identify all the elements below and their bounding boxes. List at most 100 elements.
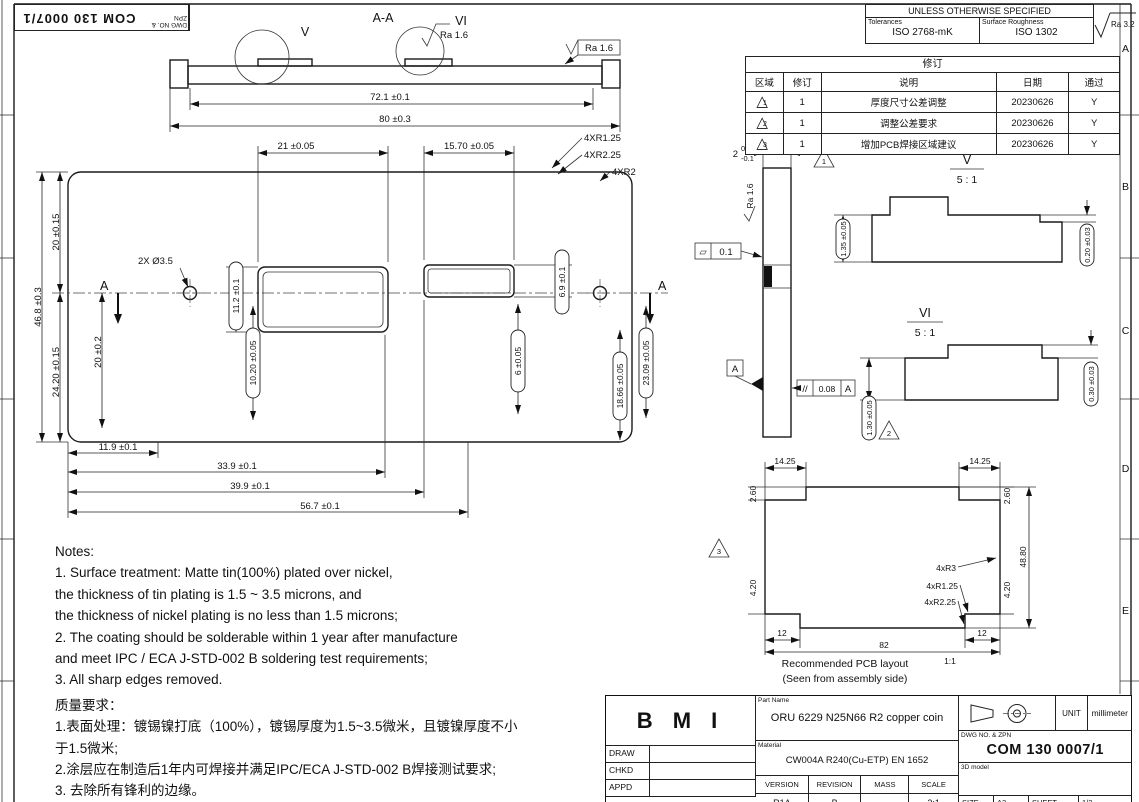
col-zone: 区域 (746, 73, 784, 91)
version-value: R1A (756, 794, 809, 802)
datum-label: A (732, 364, 739, 375)
revision-table: 修订 区域 修订 说明 日期 通过 △1 1 厚度尺寸公差调整 20230626… (745, 56, 1120, 155)
revision-header-row: 区域 修订 说明 日期 通过 (746, 73, 1119, 92)
dim-label: 15.70 ±0.05 (444, 141, 494, 152)
window-cutout (257, 266, 389, 333)
detail-view-v: V 5 : 1 1.35 ±0.05 0.20 ±0.03 (834, 153, 1096, 267)
material-value: CW004A R240(Cu-ETP) EN 1652 (785, 755, 929, 766)
window-cutout (423, 264, 515, 298)
detail-circle-vi (395, 26, 445, 76)
dwg-number-value: COM 130 0007/1 (986, 742, 1104, 758)
roughness-label: Ra 1.6 (440, 30, 468, 41)
col-date: 日期 (997, 73, 1070, 91)
tolerances-label: Tolerances (868, 19, 902, 26)
material-label: Material (758, 742, 782, 749)
roughness-boxed-label: Ra 1.6 (585, 43, 613, 54)
rev-pass: Y (1090, 117, 1098, 129)
detail-vi-tag: VI (455, 14, 467, 28)
parallelism-value: 0.08 (819, 384, 836, 394)
dim-label: 14.25 (969, 456, 991, 466)
dim-label: 82 (879, 640, 889, 650)
col-rev: 修订 (784, 73, 822, 91)
dim-label: 2.60 (748, 485, 758, 502)
dim-label: 0.20 ±0.03 (1083, 227, 1092, 262)
notes-block: Notes: 1. Surface treatment: Matte tin(1… (55, 541, 560, 802)
mass-label: MASS (861, 776, 910, 793)
third-angle-projection-icon (970, 704, 1031, 723)
roughness-label: Ra 1.6 (745, 183, 755, 208)
dim-label: 12 (777, 628, 787, 638)
detail-label: VI (919, 306, 931, 320)
dim-label: 23.09 ±0.05 (641, 340, 651, 385)
note-line: 2. The coating should be solderable with… (55, 629, 458, 645)
dwg-number-label: DWG NO. & ZPN (961, 732, 1012, 739)
dim-label: 72.1 ±0.1 (370, 92, 410, 103)
radius-callouts: 4XR1.25 4XR2.25 4XR2 (551, 133, 636, 182)
triangle-glyph: △ (756, 113, 768, 131)
dim-label: 21 ±0.05 (278, 141, 315, 152)
rev-pass: Y (1090, 138, 1098, 150)
unit-label: UNIT (1056, 696, 1088, 731)
side-outline (762, 167, 792, 438)
grid-letter: B (1122, 181, 1129, 193)
radius-label: 4XR1.25 (584, 133, 621, 144)
appd-label: APPD (606, 780, 650, 796)
triangle-glyph: △ (756, 134, 768, 152)
note-line: 1. Surface treatment: Matte tin(100%) pl… (55, 565, 393, 581)
version-value-row: R1A B 2:1 (756, 794, 959, 802)
part-outline (67, 171, 633, 443)
roughness-label: Surface Roughness (982, 19, 1044, 26)
note-line: 质量要求： (55, 697, 123, 713)
revision-markers: 1 2 3 (708, 148, 900, 558)
chkd-label: CHKD (606, 763, 650, 779)
title-block: B M I DRAW CHKD APPD Part Name ORU 6229 … (605, 695, 1132, 802)
sheet-label: SHEET (1029, 796, 1079, 802)
tolerances-cell: Tolerances ISO 2768-mK (866, 18, 979, 44)
pcb-layout: 14.25 14.25 2.60 2.60 4.20 4.20 48.80 4x… (748, 456, 1036, 685)
ra-value: Ra 3.2 (1111, 20, 1135, 29)
note-line: 3. All sharp edges removed. (55, 672, 223, 688)
dim-label: 10.20 ±0.05 (248, 340, 258, 385)
dim-label: 4.20 (1002, 581, 1012, 598)
spec-title: UNLESS OTHERWISE SPECIFIED (866, 5, 1093, 18)
corner-dwg-label: DWG NO. & ZPN (143, 5, 189, 30)
dim-label: 39.9 ±0.1 (230, 481, 270, 492)
unit-value: millimeter (1088, 696, 1132, 731)
draw-label: DRAW (606, 746, 650, 762)
side-view: 2 0 -0.1 Ra 1.6 ▱ 0.1 // 0.08 A A (694, 144, 856, 438)
sheet-value: 1/2 (1079, 796, 1132, 802)
grid-letter: A (1122, 43, 1129, 55)
radius-label: 4xR3 (936, 563, 956, 573)
grid-letter: E (1122, 605, 1129, 617)
datum-triangle-icon (751, 377, 763, 391)
spec-block: UNLESS OTHERWISE SPECIFIED Tolerances IS… (865, 4, 1094, 44)
rev-date: 20230626 (997, 92, 1070, 112)
view-scale: 1:1 (944, 656, 956, 666)
note-line: and meet IPC / ECA J-STD-002 B soldering… (55, 651, 428, 667)
dim-label: 1.35 ±0.05 (839, 221, 848, 256)
grid-letter: C (1122, 325, 1130, 337)
section-view-aa: A-A V VI Ra 1.6 Ra 1.6 72.1 ±0.1 80 ±0.3 (169, 11, 621, 132)
surface-finish-icon (565, 39, 579, 55)
rev-desc: 增加PCB焊接区域建议 (822, 134, 997, 154)
dim-label: 80 ±0.3 (379, 114, 411, 125)
hole-callout: 2X Ø3.5 (138, 256, 173, 267)
dim-label: 33.9 ±0.1 (217, 461, 257, 472)
chkd-row: CHKD (606, 763, 756, 780)
radius-label: 4xR2.25 (924, 597, 956, 607)
parallelism-datum: A (845, 384, 852, 395)
surface-finish-icon (421, 23, 450, 47)
model-cell: 3D model (959, 763, 1132, 796)
note-line: 1.表面处理：镀锡镍打底（100%），镀锡厚度为1.5~3.5微米，且镀镍厚度不… (55, 719, 518, 735)
revision-triangle-icon: △3 (756, 134, 772, 152)
dim-label: 6 ±0.05 (513, 347, 523, 376)
dim-label: 18.66 ±0.05 (615, 363, 625, 408)
size-sheet-row: SIZE A3 SHEET 1/2 (959, 796, 1132, 802)
note-line: 2.涂层应在制造后1年内可焊接并满足IPC/ECA J-STD-002 B焊接测… (55, 762, 497, 778)
note-line: the thickness of tin plating is 1.5 ~ 3.… (55, 586, 362, 602)
flatness-icon: ▱ (699, 247, 707, 258)
dim-label: 1.30 ±0.05 (865, 400, 874, 435)
section-label: A-A (373, 11, 395, 25)
zone-number: 3 (762, 141, 767, 149)
corner-dwg-number: COM 130 0007/1 (22, 11, 136, 26)
